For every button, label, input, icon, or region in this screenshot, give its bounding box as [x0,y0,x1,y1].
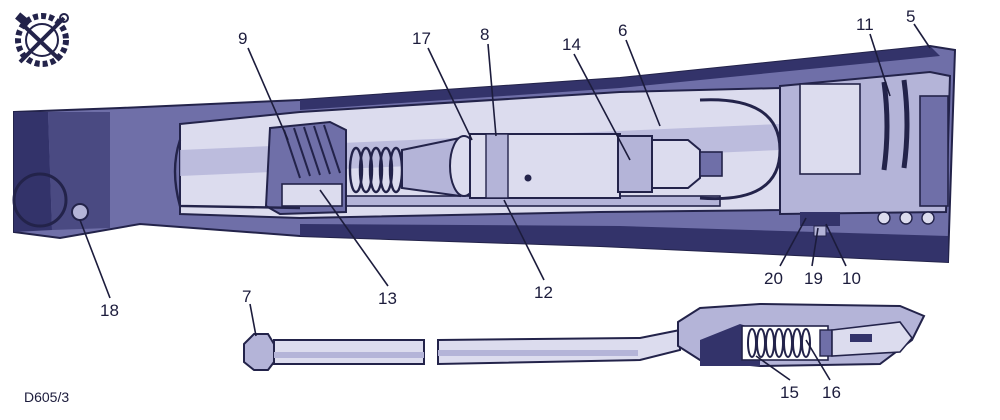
callout-6: 6 [618,21,627,40]
callout-labels: 9 17 8 14 6 11 5 18 13 12 20 19 10 7 15 … [100,7,915,402]
operating-rod [243,328,681,371]
callout-15: 15 [780,383,799,402]
leader-lines [79,23,931,381]
striker-spring [348,146,404,194]
bolt [401,133,621,199]
callout-17: 17 [412,29,431,48]
callout-12: 12 [534,283,553,302]
callout-13: 13 [378,289,397,308]
callout-8: 8 [480,25,489,44]
callout-7: 7 [242,287,251,306]
rear-pin-ring [12,172,68,228]
gear-logo [15,12,69,67]
callout-11: 11 [856,15,874,34]
callout-20: 20 [764,269,783,288]
bolt-head [617,135,723,193]
barrel-section [779,70,952,237]
callout-14: 14 [562,35,581,54]
figure-reference: D605/3 [24,389,69,405]
receiver-body [12,44,957,264]
callout-16: 16 [822,383,841,402]
callout-9: 9 [238,29,247,48]
cocking-piece [264,120,347,216]
callout-19: 19 [804,269,823,288]
callout-10: 10 [842,269,861,288]
callout-18: 18 [100,301,119,320]
bolt-assembly-detached [677,302,926,368]
callout-5: 5 [906,7,915,26]
